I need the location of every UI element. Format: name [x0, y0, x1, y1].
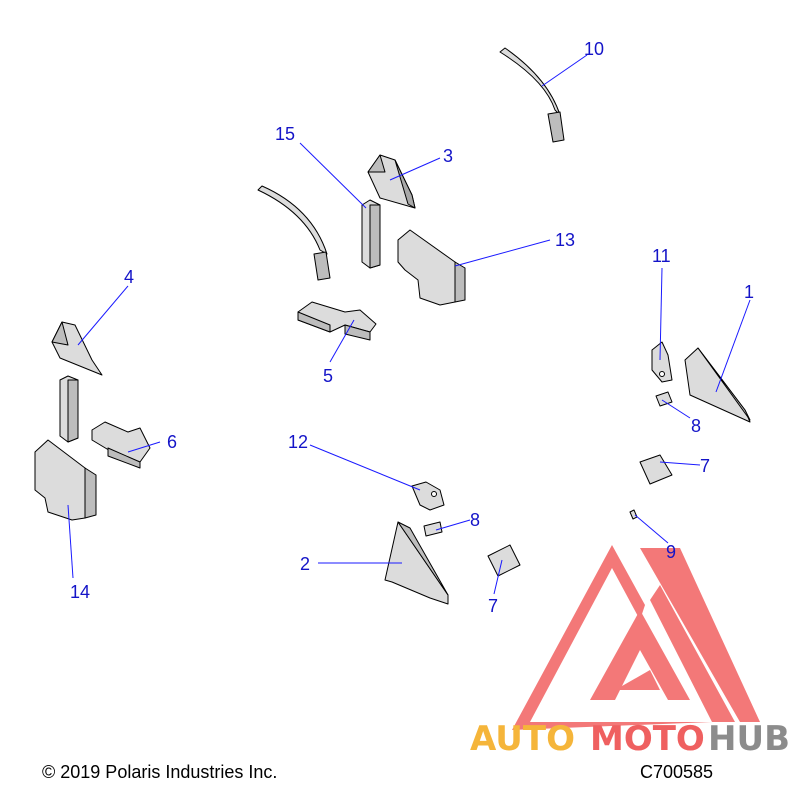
part-7-pad-right: [639, 454, 673, 485]
callout-15: 15: [275, 124, 295, 144]
part-7-pad-center: [487, 544, 521, 577]
watermark-text: AUTO MOTO HUB: [470, 719, 790, 759]
part-1-triangle: [684, 347, 751, 423]
part-2-triangle: [384, 521, 449, 605]
callout-7-center: 7: [488, 596, 498, 616]
callout-8-right: 8: [691, 416, 701, 436]
watermark-text-hub: HUB: [708, 719, 790, 759]
callout-4: 4: [124, 267, 134, 287]
part-4-wedge: [51, 321, 103, 376]
callout-7-right: 7: [700, 456, 710, 476]
part-4-pad: [59, 375, 79, 443]
callout-6: 6: [167, 432, 177, 452]
callout-1: 1: [744, 282, 754, 302]
callout-5: 5: [323, 366, 333, 386]
part-10-curved-strip: [499, 47, 565, 143]
callout-3: 3: [443, 146, 453, 166]
part-15-curved-strip: [257, 185, 331, 281]
leader-6: [127, 441, 161, 453]
callout-13: 13: [555, 230, 575, 250]
leader-7-right: [659, 461, 701, 466]
part-15-pad: [361, 199, 381, 269]
part-13-block: [397, 229, 466, 306]
leader-14: [67, 504, 74, 579]
leader-12: [309, 444, 421, 491]
part-14-block: [34, 439, 97, 521]
callout-10: 10: [584, 39, 604, 59]
watermark-logo: [512, 545, 760, 730]
leader-8-center: [435, 519, 471, 531]
part-8-clip-right: [655, 391, 673, 407]
part-8-clip-center: [423, 521, 443, 537]
part-12-bracket: [411, 481, 445, 511]
part-6-stepped-block: [91, 421, 151, 469]
callout-12: 12: [288, 432, 308, 452]
leader-7-center: [493, 559, 503, 595]
callout-9: 9: [666, 542, 676, 562]
leader-4: [77, 285, 129, 346]
callout-14: 14: [70, 582, 90, 602]
leader-15: [299, 142, 367, 209]
part-11-bracket: [651, 341, 673, 383]
callouts: 10 15 3 13 4 5 6 14 11 1 8 7 9 12 8 2 7: [70, 39, 754, 616]
leader-lines: [67, 54, 751, 595]
part-3-wedge: [367, 154, 416, 209]
callout-2: 2: [300, 554, 310, 574]
callout-11: 11: [652, 246, 671, 266]
part-9-fastener: [629, 509, 638, 520]
leader-3: [389, 157, 441, 181]
leader-1: [715, 299, 751, 393]
leader-10: [541, 54, 588, 87]
leader-5: [329, 319, 355, 363]
leader-11: [659, 267, 663, 361]
diagram-code: C700585: [640, 762, 714, 782]
watermark-text-moto: MOTO: [590, 719, 705, 759]
leader-9: [634, 514, 669, 544]
watermark-text-auto: AUTO: [470, 719, 575, 759]
part-5-stepped-block: [297, 301, 377, 341]
copyright-text: © 2019 Polaris Industries Inc.: [42, 762, 278, 782]
leader-13: [454, 239, 551, 267]
callout-8-center: 8: [470, 510, 480, 530]
leader-8-right: [661, 399, 691, 419]
